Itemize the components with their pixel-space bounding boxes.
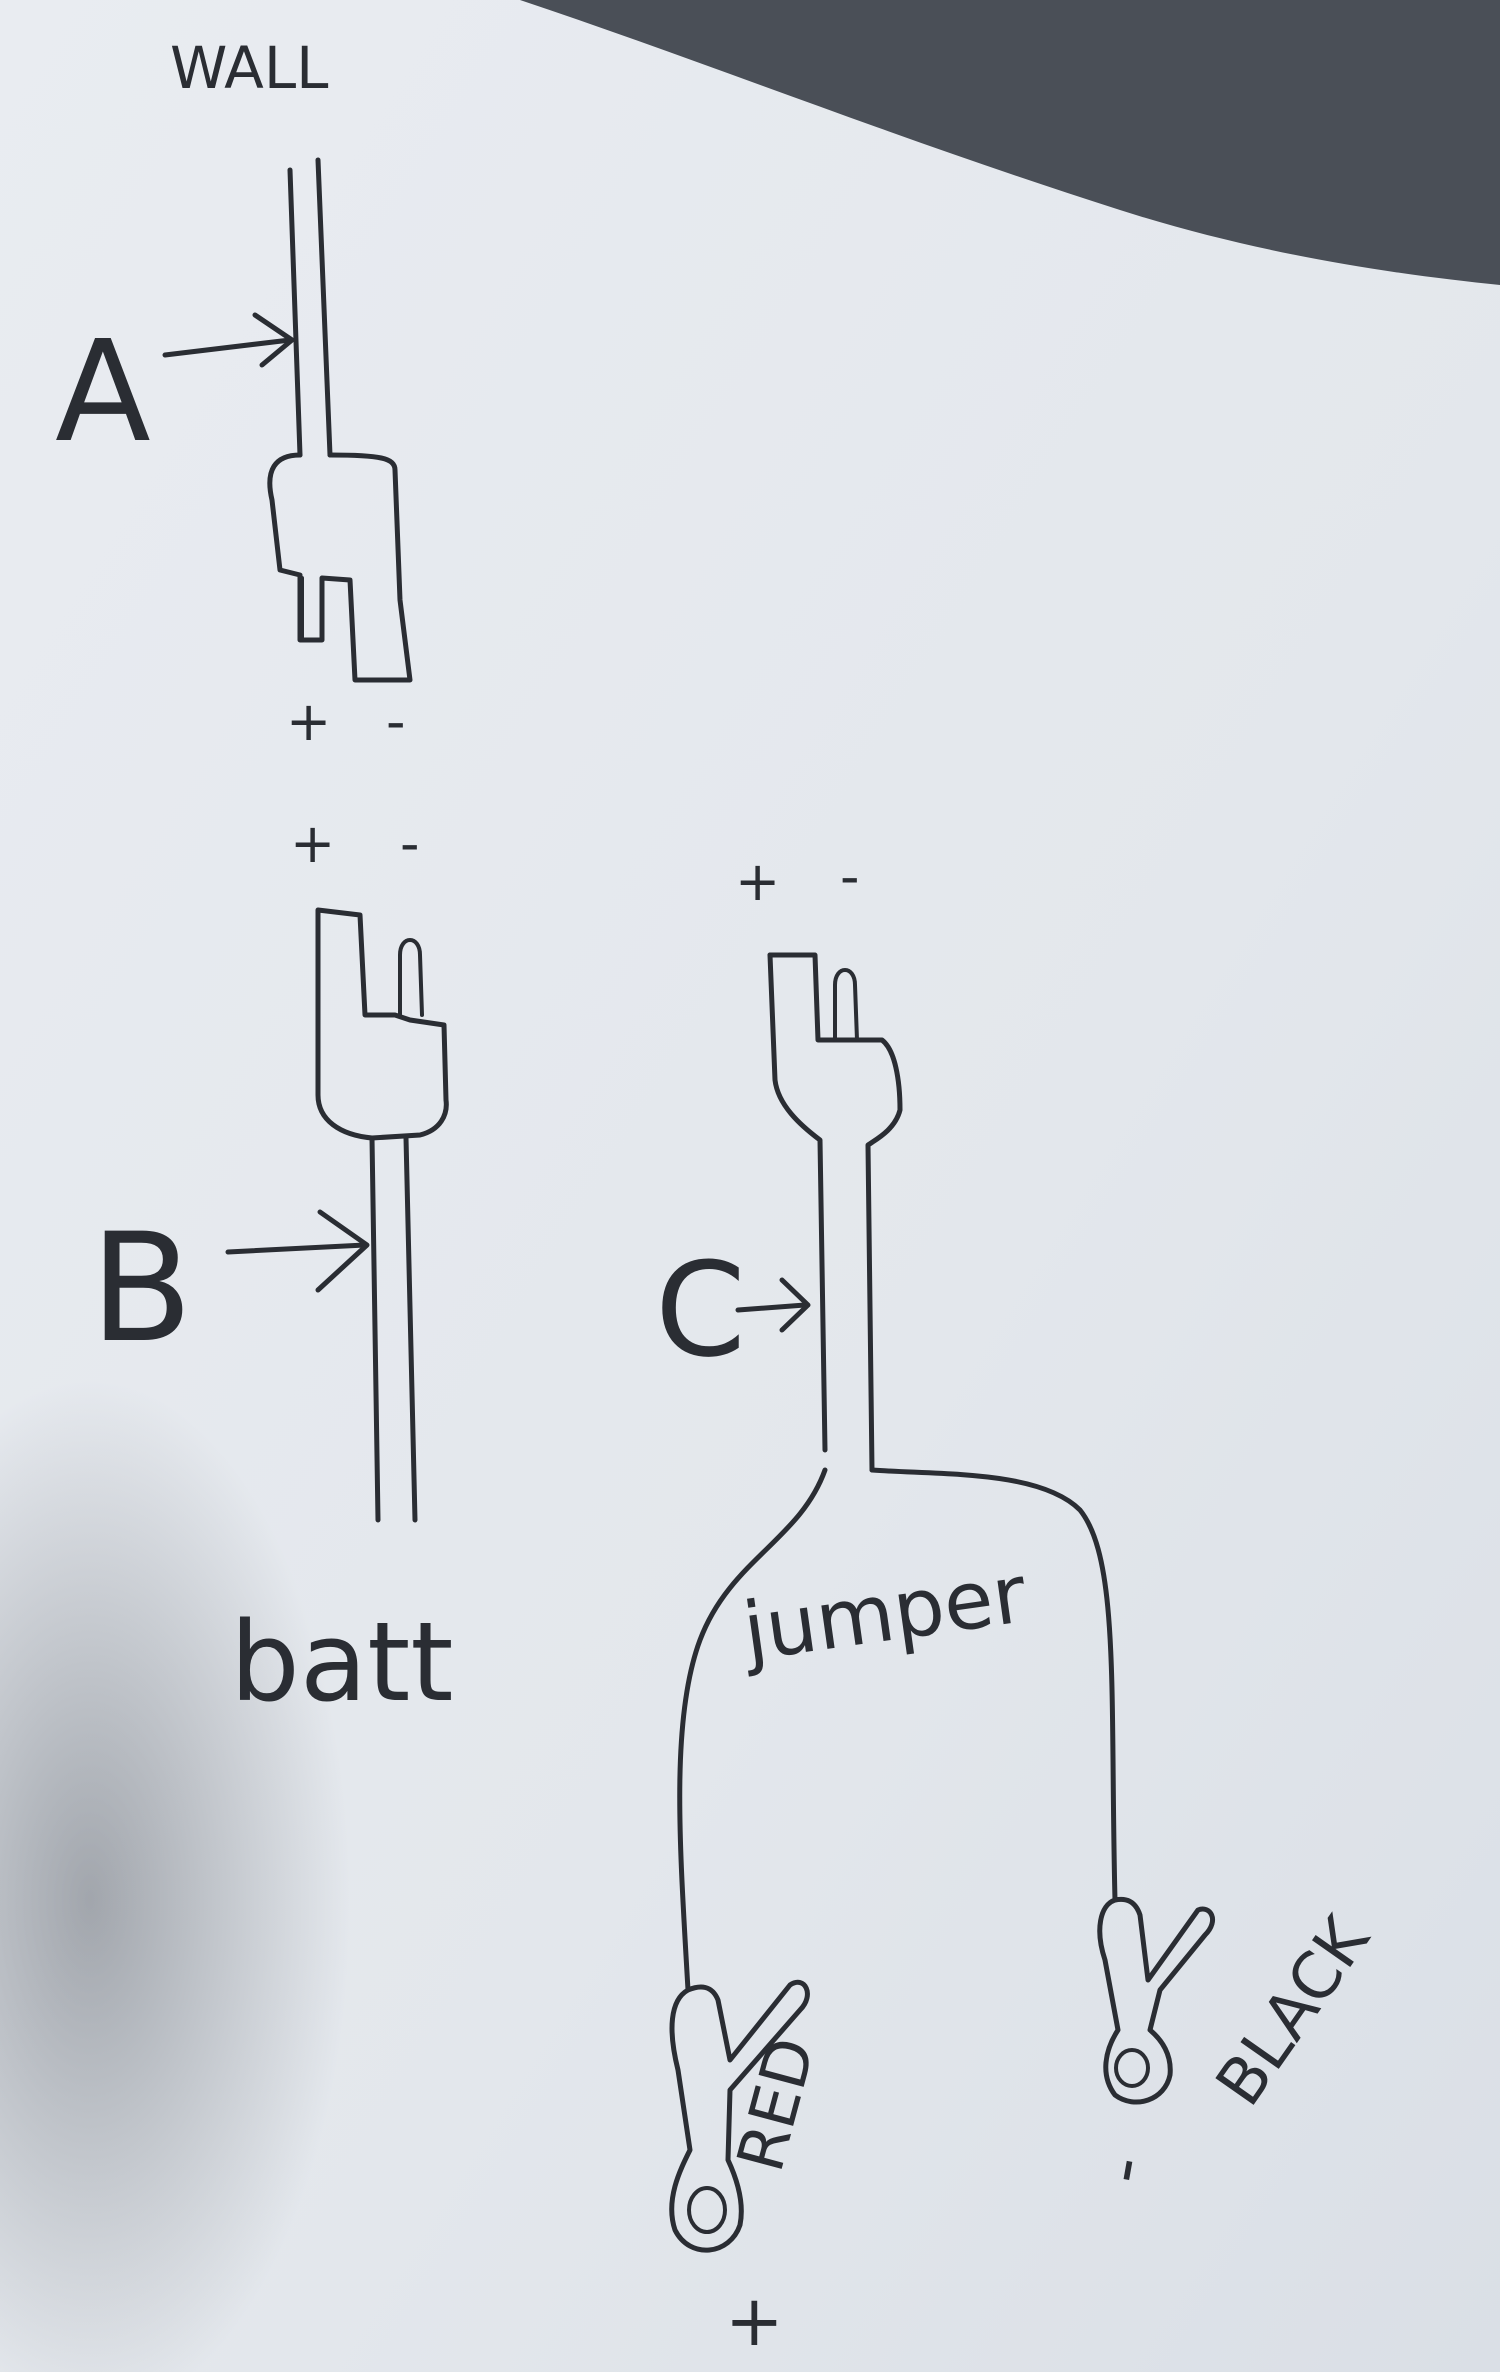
label-c: C <box>655 1234 746 1386</box>
connector-b-minus: - <box>400 812 420 875</box>
label-a: A <box>55 311 151 474</box>
cable-b-left <box>369 1135 381 1523</box>
cable-b-right <box>403 1135 418 1523</box>
connector-a-plus: + <box>286 690 331 753</box>
label-b: B <box>90 1202 193 1376</box>
wall-adapter-a: WALL + - A <box>55 34 413 753</box>
red-clip-body <box>669 1980 810 2253</box>
connector-c-right-side <box>767 952 903 1473</box>
batt-label: batt <box>230 1598 454 1726</box>
cable-a-right <box>315 157 333 458</box>
arrow-a-shaft <box>162 337 293 358</box>
connector-c-plus: + <box>735 850 780 913</box>
connector-c-pin <box>833 968 859 1042</box>
arrow-c-head <box>779 1277 811 1333</box>
connector-a-body <box>267 452 413 683</box>
arrow-c-shaft <box>735 1302 808 1313</box>
red-plus: + <box>725 2280 784 2362</box>
red-clip-ring <box>687 2186 727 2234</box>
black-clip-body <box>1097 1896 1216 2105</box>
wall-label: WALL <box>170 34 328 102</box>
connector-a-minus: - <box>386 690 406 753</box>
arrow-a-head <box>252 312 295 368</box>
black-wire <box>869 1467 1118 1903</box>
red-wire <box>677 1467 828 1993</box>
arrow-b-shaft <box>225 1242 368 1255</box>
arrow-b-head <box>315 1209 370 1293</box>
connector-c-minus: - <box>840 845 860 908</box>
connector-b-pin <box>398 938 424 1017</box>
battery-connector-b: + - B batt <box>90 812 454 1726</box>
connector-b-body <box>315 907 449 1141</box>
cable-a-left <box>287 167 303 458</box>
shadow <box>0 1380 350 2372</box>
connector-b-plus: + <box>290 812 335 875</box>
connector-c-left-side <box>767 952 828 1453</box>
black-clip-ring <box>1114 2048 1150 2088</box>
